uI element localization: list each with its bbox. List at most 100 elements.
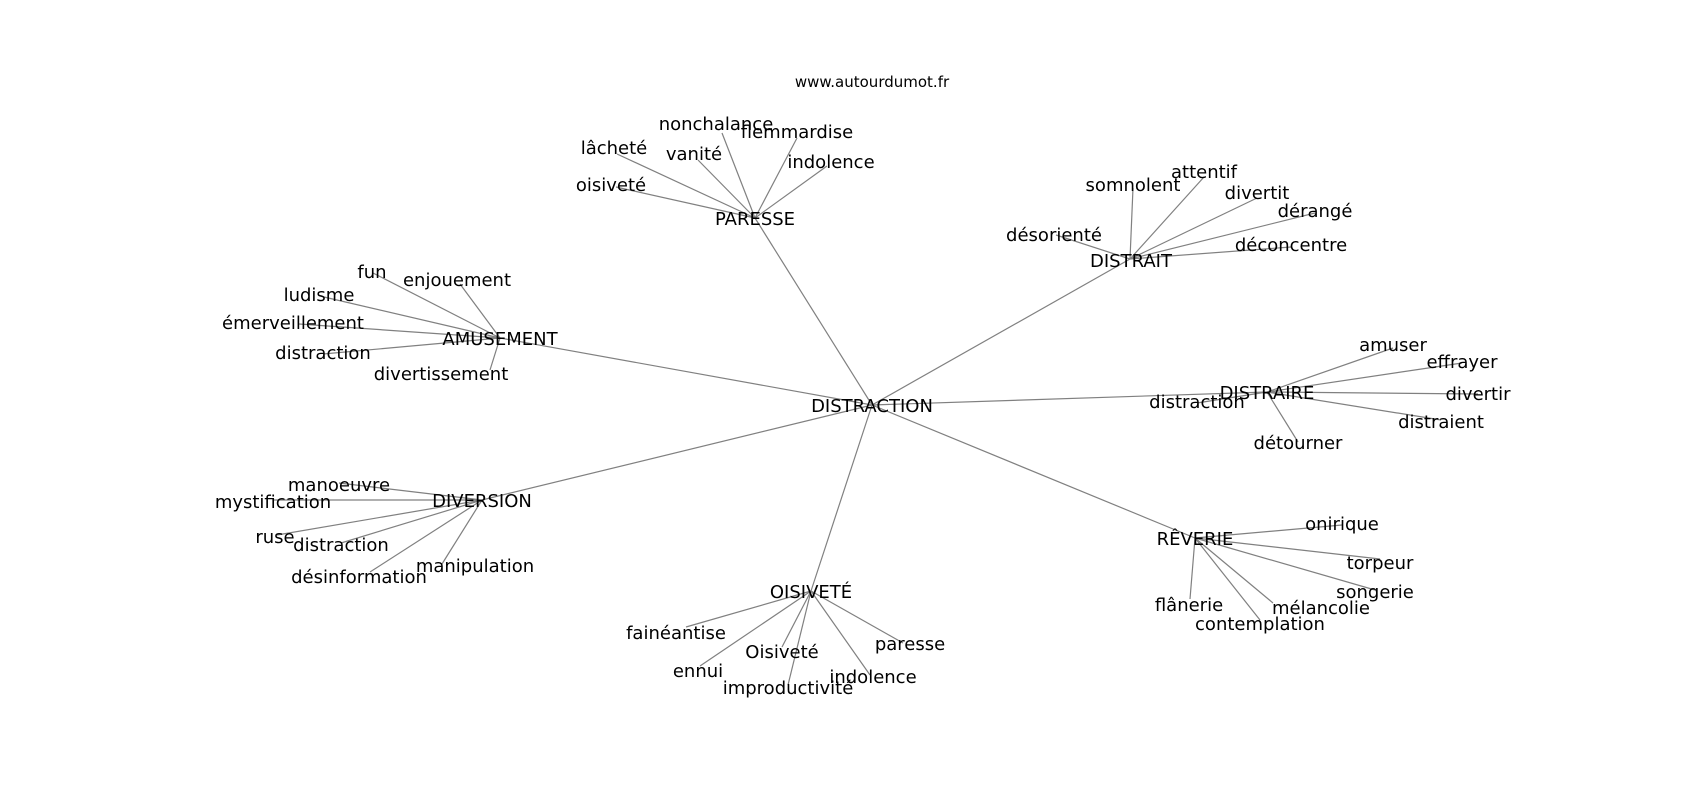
edge-root-hub [871,258,1131,406]
edge-root-hub [481,404,873,501]
leaf-node-label: ennui [673,661,723,682]
leaf-node-label: vanité [666,144,722,165]
leaf-node-label: mélancolie [1272,598,1370,619]
edge-hub-leaf [489,337,501,371]
leaf-node-label: ludisme [284,285,355,306]
edge-hub-leaf [369,499,483,573]
root-node-label: DISTRACTION [811,396,933,417]
edge-hub-leaf [323,296,501,339]
leaf-node-label: fun [357,262,386,283]
edge-hub-leaf [1266,391,1479,395]
edge-hub-leaf [1194,537,1261,621]
leaf-node-label: nonchalance [659,114,774,135]
edge-hub-leaf [754,137,798,219]
edge-hub-leaf [1129,176,1205,260]
leaf-node-label: divertir [1445,384,1511,405]
edges [273,132,1479,686]
leaf-node-label: paresse [875,634,945,655]
edge-hub-leaf [1194,524,1343,539]
leaf-node-label: fainéantise [626,623,726,644]
hub-node-label: PARESSE [715,209,795,230]
edge-hub-leaf [721,132,756,219]
edge-root-hub [754,217,873,406]
leaf-node-label: manoeuvre [288,475,390,496]
edge-hub-leaf [298,323,501,339]
edge-hub-leaf [340,499,483,544]
edge-hub-leaf [697,159,756,219]
leaf-node-label: enjouement [403,270,511,291]
leaf-node-label: distraction [275,343,371,364]
leaf-node-label: onirique [1305,514,1379,535]
edge-hub-leaf [441,499,483,565]
leaf-node-label: effrayer [1426,352,1498,373]
hub-node-label: DIVERSION [432,491,532,512]
edge-hub-leaf [1266,391,1442,421]
leaf-node-label: torpeur [1347,553,1414,574]
edge-hub-leaf [810,590,904,644]
leaf-node-label: indolence [787,152,874,173]
leaf-node-label: déconcentre [1235,235,1347,256]
edge-hub-leaf [787,590,812,686]
edge-hub-leaf [1194,537,1274,604]
edge-hub-leaf [1266,362,1463,393]
leaf-node-label: songerie [1336,582,1414,603]
leaf-node-label: indolence [829,667,916,688]
edge-hub-leaf [1129,246,1292,260]
edge-hub-leaf [1266,391,1299,443]
leaf-node-label: ruse [255,527,294,548]
leaf-node-label: émerveillement [222,313,364,334]
leaf-node-label: distraction [293,535,389,556]
leaf-node-label: improductivité [723,678,854,699]
edge-hub-leaf [459,283,501,339]
leaf-node-label: Oisiveté [745,642,818,663]
edge-hub-leaf [338,482,483,501]
hub-node-label: OISIVETÉ [770,581,852,603]
labels: DISTRACTION PARESSE nonchalanceflemmardise… [215,114,1511,699]
edge-root-hub [871,391,1268,406]
edge-hub-leaf [616,153,756,219]
edge-root-hub [871,404,1196,539]
leaf-node-label: divertissement [374,364,509,385]
edge-hub-leaf [1129,187,1134,260]
edge-hub-leaf [781,590,812,648]
leaf-node-label: distraient [1398,412,1484,433]
leaf-node-label: désorienté [1006,225,1102,246]
edge-hub-leaf [1189,537,1196,600]
edge-root-hub [810,404,873,592]
hub-node-label: RÊVERIE [1157,528,1234,550]
edge-hub-leaf [372,272,501,339]
edge-hub-leaf [810,590,871,676]
hub-node-label: DISTRAIT [1090,251,1173,272]
leaf-node-label: lâcheté [581,138,648,159]
edge-hub-leaf [685,590,812,628]
leaf-node-label: mystification [215,492,331,513]
edge-hub-leaf [1196,391,1268,404]
edge-hub-leaf [322,337,501,355]
leaf-node-label: contemplation [1195,614,1325,635]
edge-hub-leaf [699,590,812,667]
leaf-node-label: oisiveté [576,175,646,196]
leaf-node-label: attentif [1171,162,1238,183]
leaf-node-label: dérangé [1278,201,1353,222]
leaf-node-label: flânerie [1155,595,1223,616]
leaf-node-label: désinformation [291,567,427,588]
edge-hub-leaf [1266,347,1394,393]
leaf-node-label: distraction [1149,392,1245,413]
edge-hub-leaf [1129,197,1258,260]
edge-hub-leaf [1194,537,1376,591]
hub-node-label: AMUSEMENT [442,329,558,350]
leaf-node-label: manipulation [416,556,534,577]
leaf-node-label: flemmardise [741,122,853,143]
edge-hub-leaf [1055,234,1131,260]
edge-hub-leaf [276,499,483,536]
edge-hub-leaf [754,165,828,219]
leaf-node-label: divertit [1225,183,1290,204]
edge-root-hub [499,337,873,406]
source-label: www.autourdumot.fr [795,73,950,91]
leaf-node-label: détourner [1254,433,1344,454]
leaf-node-label: amuser [1359,335,1427,356]
edge-hub-leaf [615,186,756,219]
hub-node-label: DISTRAIRE [1220,383,1315,404]
edge-hub-leaf [1194,537,1381,560]
